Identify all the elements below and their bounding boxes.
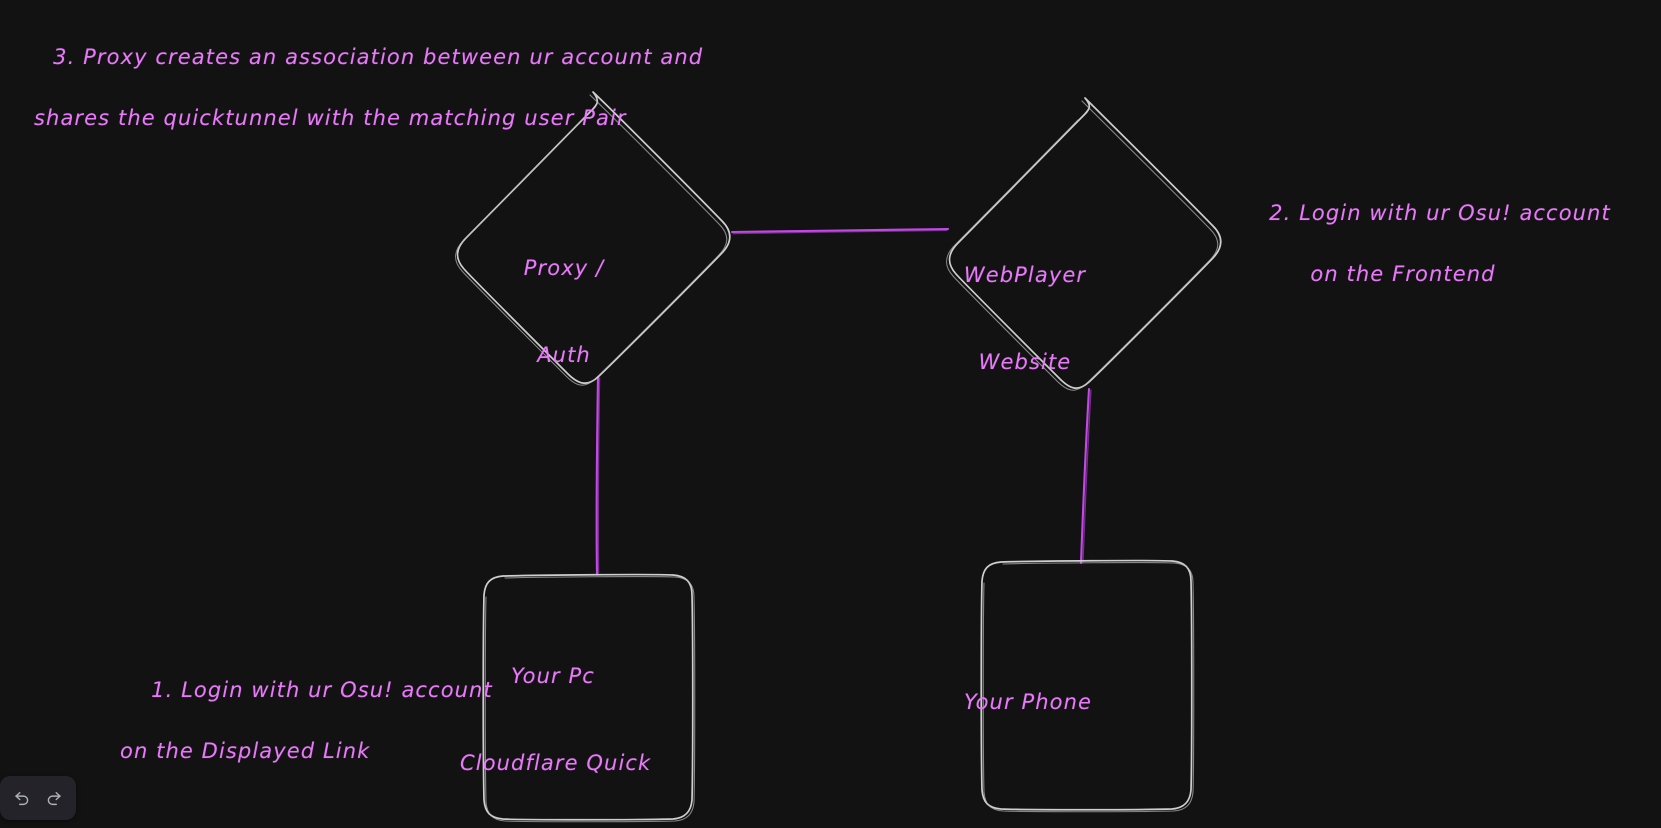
annotation-step-2-line1: 2. Login with ur Osu! account	[1269, 201, 1611, 226]
undo-arrow-icon	[13, 789, 31, 807]
node-your-pc[interactable]	[482, 573, 696, 823]
node-label-your-pc-line1: Your Pc	[511, 663, 595, 688]
annotation-step-3-line2: shares the quicktunnel with the matching…	[34, 106, 627, 131]
node-label-your-pc-line2: Cloudflare Quick	[460, 750, 652, 775]
connector-proxy-to-yourpc[interactable]	[595, 375, 600, 576]
connector-proxy-to-webplayer[interactable]	[730, 227, 950, 234]
node-label-your-pc[interactable]: Your Pc Cloudflare Quick tunnel Webserve…	[460, 604, 652, 828]
annotation-step-3[interactable]: 3. Proxy creates an association between …	[22, 12, 702, 195]
redo-button[interactable]	[39, 783, 69, 813]
node-label-proxy-auth-line1: Proxy /	[523, 255, 605, 280]
node-label-proxy-auth[interactable]: Proxy / Auth	[464, 196, 664, 428]
node-label-webplayer-line2: Website	[978, 349, 1072, 374]
node-label-webplayer-website[interactable]: WebPlayer Website	[925, 203, 1125, 435]
node-your-phone[interactable]	[980, 559, 1195, 813]
redo-arrow-icon	[45, 789, 63, 807]
annotation-step-2-line2: on the Frontend	[1310, 262, 1496, 287]
annotation-step-1-line1: 1. Login with ur Osu! account	[151, 678, 493, 703]
node-label-webplayer-line1: WebPlayer	[963, 262, 1087, 287]
connector-webplayer-to-yourphone[interactable]	[1079, 387, 1091, 565]
undo-redo-toolbar	[0, 776, 76, 820]
node-label-your-phone-line1: Your Phone	[963, 689, 1093, 714]
undo-button[interactable]	[7, 783, 37, 813]
annotation-step-2[interactable]: 2. Login with ur Osu! account on the Fro…	[1238, 168, 1610, 351]
node-webplayer-website[interactable]	[945, 97, 1222, 391]
node-proxy-auth[interactable]	[454, 91, 731, 386]
node-label-your-phone[interactable]: Your Phone	[930, 630, 1126, 775]
annotation-step-1[interactable]: 1. Login with ur Osu! account on the Dis…	[120, 645, 492, 828]
annotation-step-3-line1: 3. Proxy creates an association between …	[53, 45, 704, 70]
annotation-step-1-line2: on the Displayed Link	[120, 739, 371, 764]
node-label-proxy-auth-line2: Auth	[537, 342, 591, 367]
